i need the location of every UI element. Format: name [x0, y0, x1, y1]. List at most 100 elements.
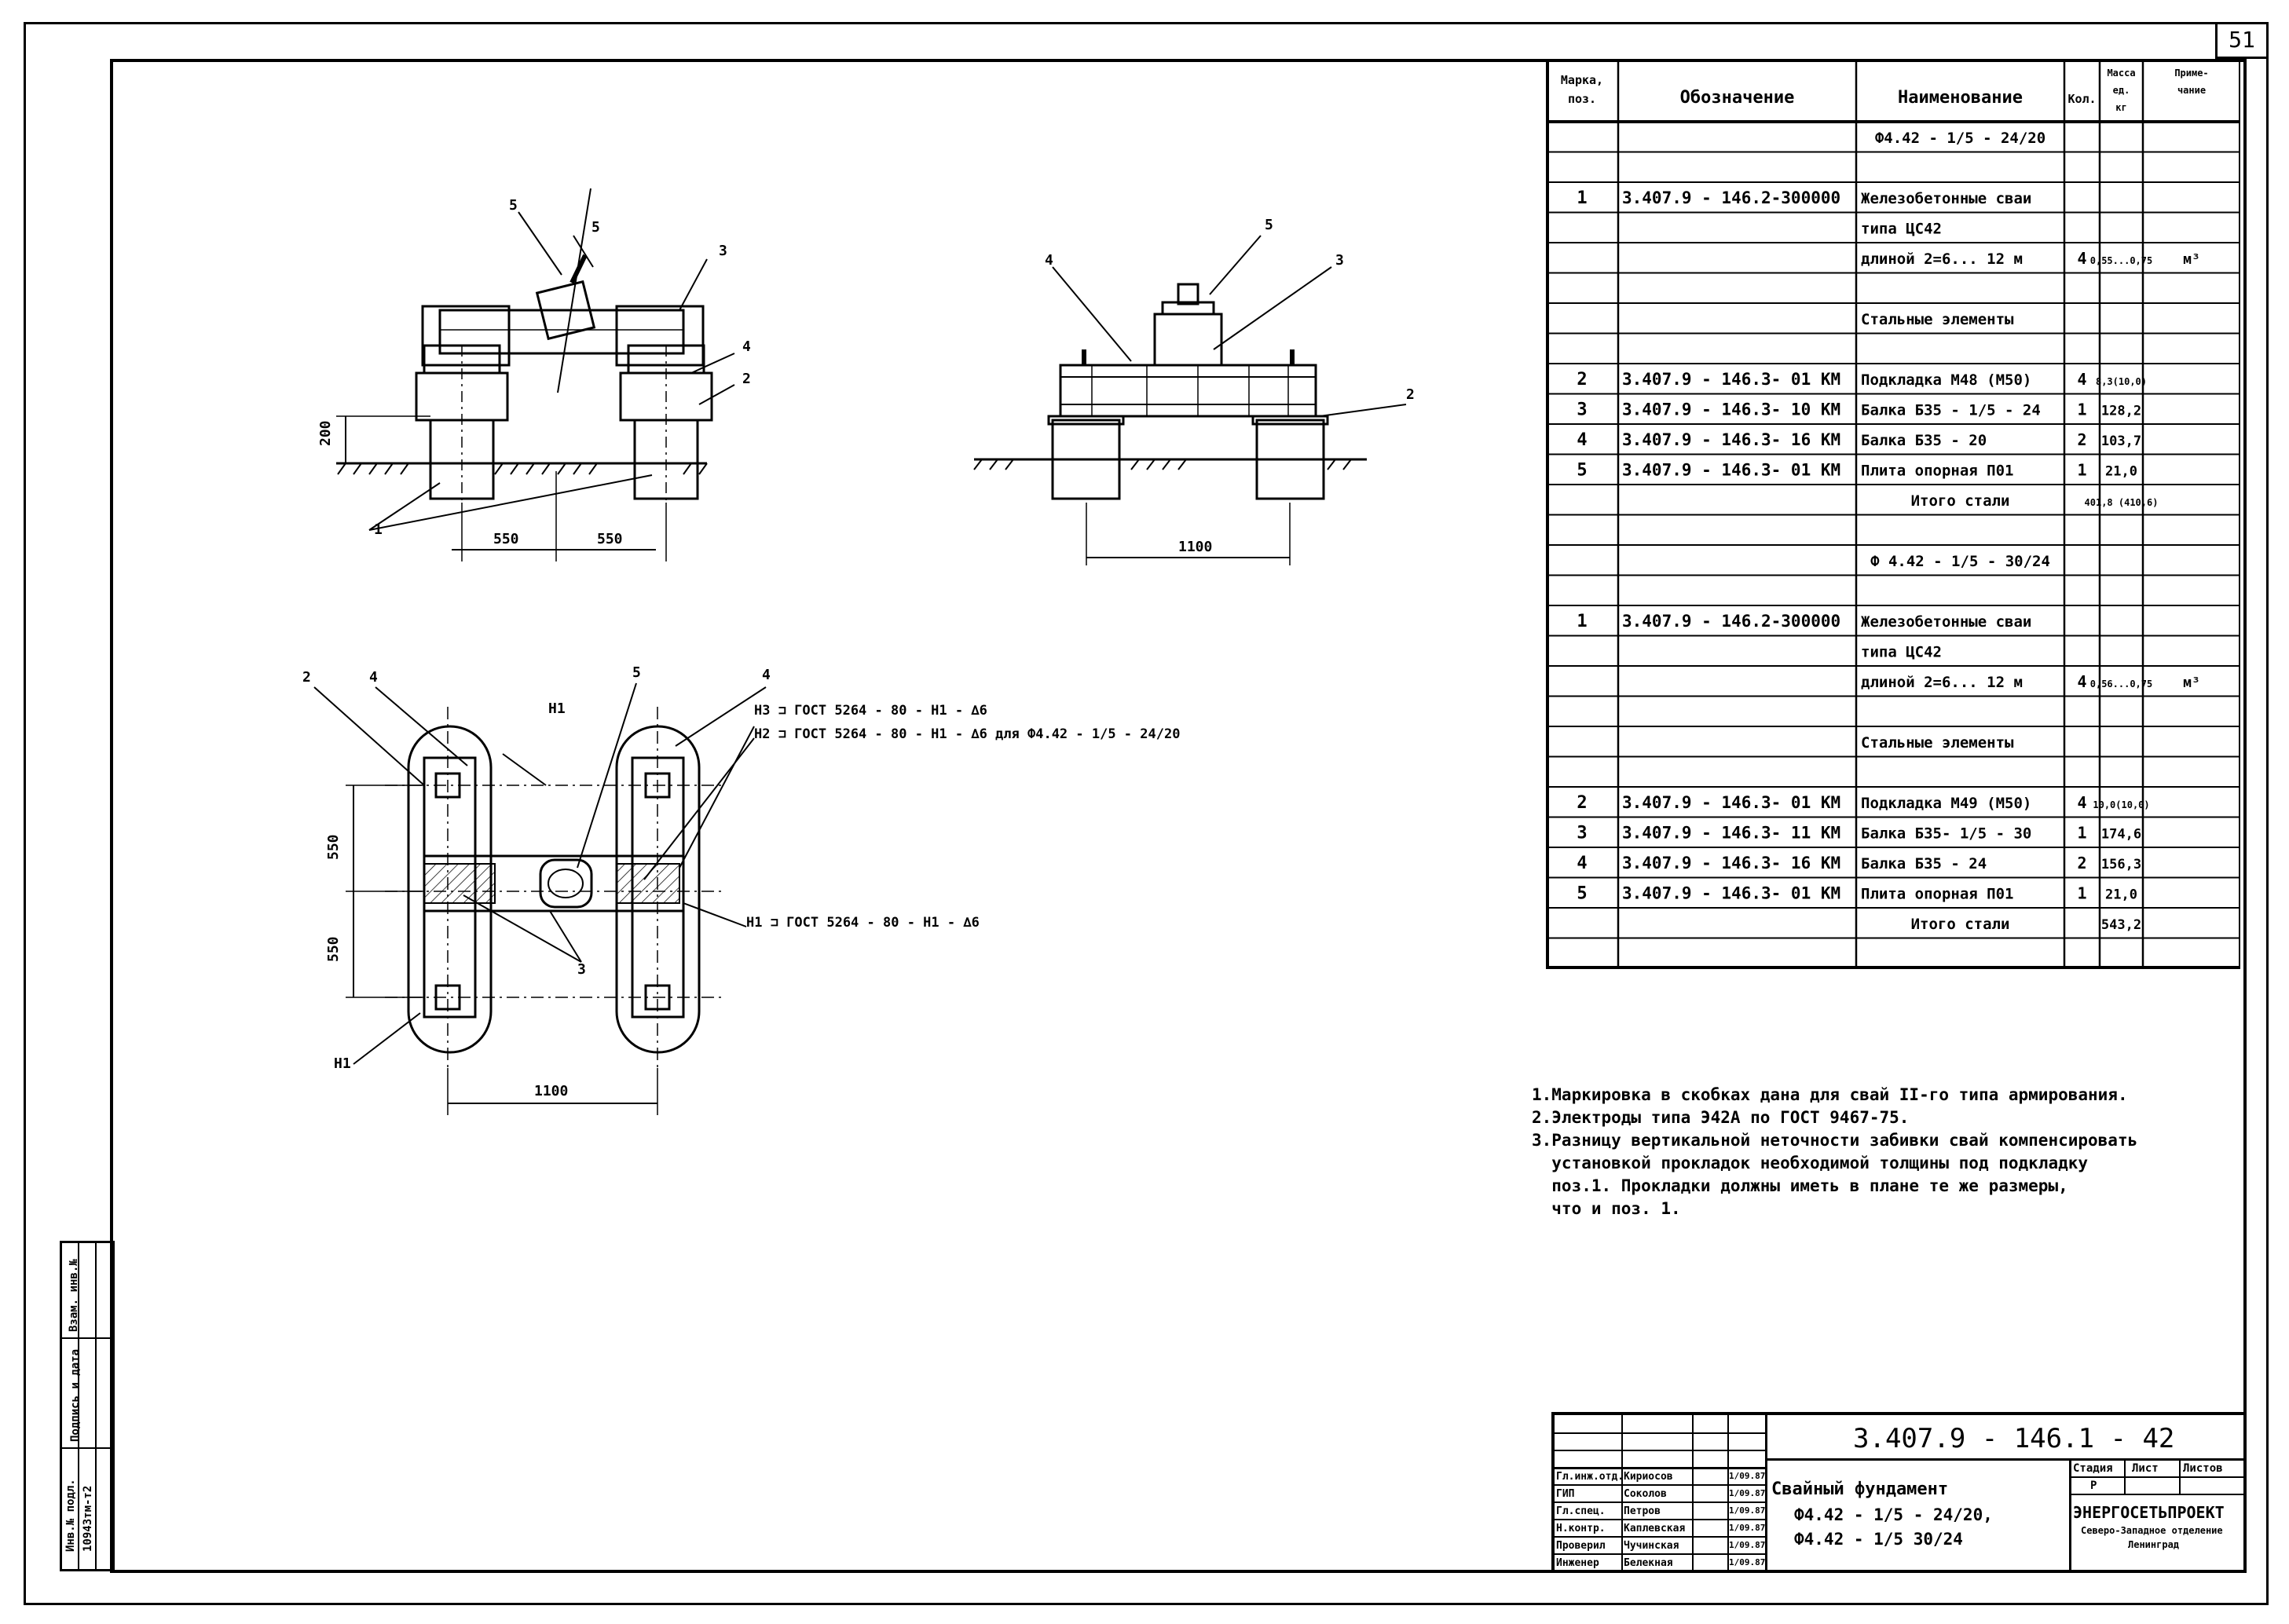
spec-row-qty: 1 [2077, 461, 2086, 480]
sheet-number: 51 [2215, 22, 2266, 59]
spec-row-mass: 103,7 [2101, 433, 2141, 449]
note-6: что и поз. 1. [1532, 1199, 1681, 1218]
spec-header-4-2: кг [2115, 102, 2126, 113]
signature-date: 1/09.87 [1729, 1505, 1766, 1516]
signature-name: Петров [1624, 1505, 1661, 1517]
spec-row-name: Ф4.42 - 1/5 - 24/20 [1875, 130, 2045, 147]
signature-date: 1/09.87 [1729, 1540, 1766, 1550]
spec-row-code: 3.407.9 - 146.2-300000 [1622, 188, 1840, 207]
spec-row-mass: 8,3(10,0) [2096, 376, 2147, 387]
spec-row-qty: 4 [2077, 672, 2086, 691]
spec-row-name: Балка Б35 - 24 [1861, 855, 1987, 872]
spec-header-5-0: Приме- [2174, 68, 2208, 79]
svg-text:1: 1 [374, 521, 383, 538]
svg-text:2: 2 [1406, 386, 1415, 403]
signature-role: Н.контр. [1556, 1523, 1606, 1534]
spec-row-pos: 4 [1577, 854, 1587, 873]
spec-row-code: 3.407.9 - 146.3- 01 КМ [1622, 793, 1840, 812]
note-3: 3.Разницу вертикальной неточности забивк… [1532, 1131, 2138, 1150]
spec-header-pos: Марка, [1561, 73, 1603, 87]
signature-name: Белекная [1624, 1557, 1673, 1569]
org-line1: ЭНЕРГОСЕТЬПРОЕКТ [2073, 1503, 2225, 1522]
spec-row-pos: 4 [1577, 430, 1587, 450]
spec-row-mass: 174,6 [2101, 827, 2141, 843]
spec-row-qty: 2 [2077, 854, 2086, 872]
general-notes: 1.Маркировка в скобках дана для свай II-… [1532, 1084, 2223, 1220]
org-line2: Северо-Западное отделение [2081, 1525, 2223, 1536]
spec-row-mass: 128,2 [2101, 404, 2141, 419]
signature-date: 1/09.87 [1729, 1471, 1766, 1481]
signature-date: 1/09.87 [1729, 1488, 1766, 1498]
svg-text:4: 4 [742, 338, 751, 355]
title-line1: Свайный фундамент [1771, 1480, 1949, 1499]
spec-row-pos: 1 [1577, 612, 1587, 631]
stage-header: Стадия [2073, 1462, 2113, 1475]
elev-left-dim-height: 200 [317, 420, 334, 446]
plan-label-n1-top: Н1 [548, 700, 566, 717]
note-2: 2.Электроды типа Э42А по ГОСТ 9467-75. [1532, 1108, 1910, 1127]
spec-row-name: Железобетонные сваи [1861, 190, 2031, 207]
spec-row-name: Плита опорная П01 [1861, 463, 2013, 480]
spec-row-qty: 1 [2077, 824, 2086, 843]
weld-note-1: Н3 ⊐ ГОСТ 5264 - 80 - Н1 - ∆6 [754, 703, 987, 719]
spec-row-name: длиной 2=6... 12 м [1861, 251, 2023, 268]
spec-row-code: 3.407.9 - 146.3- 10 КМ [1622, 401, 1840, 419]
stage-value: Р [2090, 1480, 2097, 1492]
svg-text:5: 5 [509, 197, 518, 214]
spec-row-name: Балка Б35 - 1/5 - 24 [1861, 402, 2041, 419]
elevation-left [336, 188, 735, 561]
spec-row-pos: 1 [1577, 188, 1587, 208]
note-4: установкой прокладок необходимой толщины… [1532, 1154, 2089, 1172]
spec-row-mass: 21,0 [2105, 464, 2137, 480]
signature-role: Гл.инж.отд. [1556, 1471, 1624, 1483]
org-line3: Ленинград [2128, 1539, 2180, 1550]
signature-name: Соколов [1624, 1488, 1667, 1500]
spec-row-pos: 2 [1577, 793, 1587, 813]
note-1: 1.Маркировка в скобках дана для свай II-… [1532, 1085, 2128, 1104]
spec-row-name: типа ЦС42 [1861, 644, 1942, 661]
signature-role: Проверил [1556, 1540, 1606, 1552]
spec-row-mass: 156,3 [2101, 857, 2141, 872]
signature-date: 1/09.87 [1729, 1523, 1766, 1533]
spec-row-name: Балка Б35 - 20 [1861, 432, 1987, 449]
drawing-inner-frame [110, 59, 2247, 1573]
spec-row-name: Подкладка М49 (М50) [1861, 795, 2031, 812]
spec-row-note: м³ [2183, 251, 2200, 268]
spec-row-qty: 1 [2077, 401, 2086, 419]
title-line2: Ф4.42 - 1/5 - 24/20, [1794, 1505, 1993, 1524]
svg-text:3: 3 [1335, 252, 1344, 269]
svg-text:3: 3 [719, 243, 727, 259]
spec-row-code: 3.407.9 - 146.3- 16 КМ [1622, 430, 1840, 449]
spec-row-name: Ф 4.42 - 1/5 - 30/24 [1870, 553, 2050, 570]
spec-row-mass: 543,2 [2101, 917, 2141, 933]
spec-row-pos: 2 [1577, 370, 1587, 390]
signature-date: 1/09.87 [1729, 1557, 1766, 1567]
spec-row-name: Стальные элементы [1861, 734, 2014, 752]
title-line3: Ф4.42 - 1/5 30/24 [1794, 1530, 1963, 1549]
signature-role: Гл.спец. [1556, 1505, 1606, 1517]
spec-header-5-1: чание [2177, 85, 2206, 96]
spec-row-mass: 401,8 (410,6) [2085, 497, 2159, 508]
spec-row-qty: 2 [2077, 430, 2086, 449]
svg-text:4: 4 [762, 667, 771, 683]
spec-row-code: 3.407.9 - 146.2-300000 [1622, 612, 1840, 631]
svg-text:2: 2 [302, 669, 311, 686]
signature-name: Чучинская [1624, 1540, 1679, 1552]
side-stamp: Взам. инв.№ Подпись и дата Инв.№ подл. 1… [60, 1241, 115, 1571]
spec-row-pos: 5 [1577, 461, 1587, 481]
title-block: 3.407.9 - 146.1 - 42 Свайный фундамент Ф… [1551, 1412, 2243, 1570]
spec-header-3: Кол. [2067, 92, 2096, 106]
spec-row-mass: 10,0(10,0) [2093, 799, 2149, 810]
elev-right-dim-width: 1100 [1178, 539, 1212, 555]
spec-row-name: Стальные элементы [1861, 311, 2014, 328]
plan-label-n1-bottom: Н1 [334, 1055, 351, 1072]
spec-row-mass: 0,56...0,75 [2090, 678, 2152, 689]
spec-header-pos-2: поз. [1568, 92, 1596, 106]
svg-text:4: 4 [1045, 252, 1053, 269]
spec-row-code: 3.407.9 - 146.3- 16 КМ [1622, 854, 1840, 872]
svg-text:3: 3 [577, 961, 586, 978]
spec-row-name: Плита опорная П01 [1861, 886, 2013, 903]
spec-header-4-1: ед. [2113, 85, 2130, 96]
